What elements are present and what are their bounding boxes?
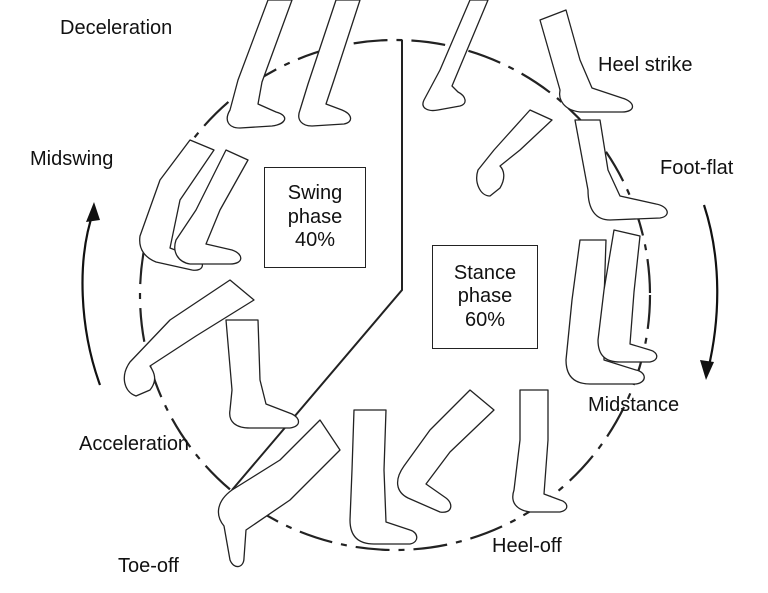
swing-phase-box: Swing phase 40% [264, 167, 366, 268]
swing-phase-line1: Swing [287, 182, 343, 205]
leg-foot-flat [476, 109, 668, 221]
swing-phase-line2: phase [287, 205, 343, 228]
label-toe-off: Toe-off [118, 555, 179, 577]
stance-phase-box: Stance phase 60% [432, 245, 538, 349]
label-foot-flat: Foot-flat [660, 157, 734, 179]
label-heel-off: Heel-off [492, 535, 562, 557]
stance-phase-percent: 60% [464, 308, 506, 331]
leg-heel-strike [422, 0, 634, 113]
leg-heel-off [397, 389, 568, 513]
right-direction-arrow [700, 204, 719, 380]
stance-phase-line2: phase [457, 285, 513, 308]
label-deceleration: Deceleration [60, 17, 173, 39]
label-midstance: Midstance [588, 394, 680, 416]
stance-phase-line1: Stance [453, 261, 517, 284]
label-acceleration: Acceleration [79, 433, 190, 455]
leg-midswing [139, 139, 249, 271]
leg-toe-off [217, 409, 418, 568]
swing-phase-percent: 40% [294, 229, 336, 252]
leg-midstance [565, 229, 658, 385]
label-heel-strike: Heel strike [598, 54, 693, 76]
leg-deceleration [226, 0, 361, 129]
leg-acceleration [123, 279, 300, 429]
label-midswing: Midswing [30, 148, 114, 170]
gait-cycle-ring [138, 38, 652, 552]
left-direction-arrow [81, 202, 102, 386]
